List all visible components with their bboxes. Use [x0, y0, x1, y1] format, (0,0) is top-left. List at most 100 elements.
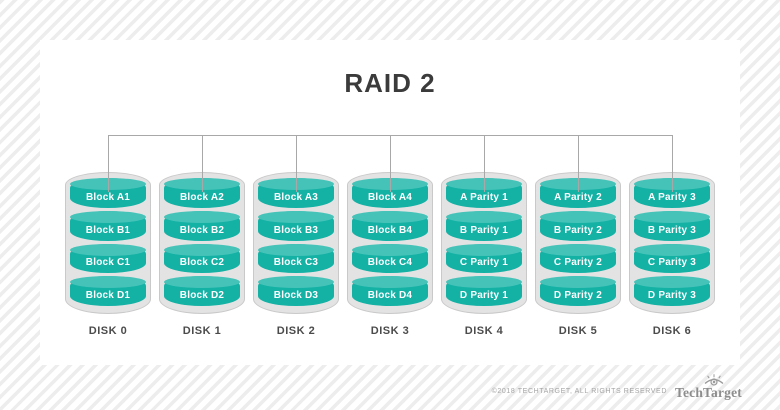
cylinder-cap-icon — [446, 276, 522, 289]
disk-block: Block D2 — [164, 276, 240, 306]
block-label: Block A4 — [367, 191, 413, 203]
disk-block: Block D1 — [70, 276, 146, 306]
cylinder-cap-icon — [540, 276, 616, 289]
block-label: D Parity 2 — [553, 290, 603, 302]
disk-name-label: DISK 3 — [370, 325, 410, 337]
block-label: Block A1 — [85, 191, 131, 203]
block-label: B Parity 2 — [553, 224, 603, 236]
disk-block: Block D3 — [258, 276, 334, 306]
block-label: B Parity 1 — [459, 224, 509, 236]
block-label: Block B4 — [367, 224, 413, 236]
cylinder-cap-icon — [634, 276, 710, 289]
disk-block: D Parity 3 — [634, 276, 710, 306]
disk-block: C Parity 2 — [540, 243, 616, 274]
disk-block: Block D4 — [352, 276, 428, 306]
disk-block: B Parity 1 — [446, 210, 522, 241]
disk-cylinder: A Parity 1 B Parity 1 C Parity 1 D Parity 1 — [441, 172, 527, 314]
block-label: C Parity 3 — [647, 257, 697, 269]
disk-block: Block B3 — [258, 210, 334, 241]
block-label: C Parity 2 — [553, 257, 603, 269]
disk-block: Block B1 — [70, 210, 146, 241]
block-label: Block D3 — [273, 290, 319, 302]
disk-block: C Parity 3 — [634, 243, 710, 274]
connector-line — [578, 135, 579, 192]
block-label: A Parity 2 — [554, 191, 602, 203]
disk-block: C Parity 1 — [446, 243, 522, 274]
diagram-title: RAID 2 — [344, 68, 436, 98]
cylinder-cap-icon — [258, 276, 334, 289]
cylinder-cap-icon — [164, 210, 240, 223]
block-label: Block D2 — [179, 290, 225, 302]
connector-line — [202, 135, 203, 192]
techtarget-logo: TechTarget — [675, 374, 742, 400]
disk-cylinder: Block A4 Block B4 Block C4 Block D4 — [347, 172, 433, 314]
eye-icon — [704, 374, 724, 386]
block-label: B Parity 3 — [647, 224, 697, 236]
connector-line — [296, 135, 297, 192]
disk-block: B Parity 2 — [540, 210, 616, 241]
diagram-card: RAID 2 Block A1 Block B1 Block C1 Block D1 D… — [40, 40, 740, 365]
disk-block: Block B2 — [164, 210, 240, 241]
block-label: Block B1 — [85, 224, 131, 236]
block-label: Block B2 — [179, 224, 225, 236]
cylinder-cap-icon — [164, 276, 240, 289]
disk-0: Block A1 Block B1 Block C1 Block D1 DISK 0 — [65, 172, 151, 337]
disk-block: D Parity 2 — [540, 276, 616, 306]
disk-name-label: DISK 1 — [182, 325, 222, 337]
disk-cylinder: Block A1 Block B1 Block C1 Block D1 — [65, 172, 151, 314]
disk-block: Block B4 — [352, 210, 428, 241]
cylinder-cap-icon — [352, 276, 428, 289]
disk-name-label: DISK 2 — [276, 325, 316, 337]
block-label: Block D1 — [85, 290, 131, 302]
block-label: Block B3 — [273, 224, 319, 236]
block-label: Block C2 — [179, 257, 225, 269]
disk-name-label: DISK 5 — [558, 325, 598, 337]
disk-4: A Parity 1 B Parity 1 C Parity 1 D Parity 1… — [441, 172, 527, 337]
block-label: D Parity 1 — [459, 290, 509, 302]
cylinder-cap-icon — [70, 243, 146, 256]
techtarget-wordmark: TechTarget — [674, 385, 742, 400]
disk-name-label: DISK 0 — [88, 325, 128, 337]
block-label: Block C4 — [367, 257, 413, 269]
footer: ©2018 TECHTARGET, ALL RIGHTS RESERVED Te… — [492, 374, 742, 400]
block-label: Block D4 — [367, 290, 413, 302]
disk-block: Block C3 — [258, 243, 334, 274]
cylinder-cap-icon — [164, 243, 240, 256]
disk-6: A Parity 3 B Parity 3 C Parity 3 D Parity 3… — [629, 172, 715, 337]
block-label: Block A3 — [273, 191, 319, 203]
connector-line — [108, 135, 109, 192]
cylinder-cap-icon — [352, 243, 428, 256]
cylinder-cap-icon — [540, 210, 616, 223]
cylinder-cap-icon — [634, 243, 710, 256]
cylinder-cap-icon — [258, 210, 334, 223]
block-label: A Parity 1 — [460, 191, 508, 203]
disk-block: Block C4 — [352, 243, 428, 274]
disk-name-label: DISK 6 — [652, 325, 692, 337]
connector-line — [484, 135, 485, 192]
cylinder-cap-icon — [70, 210, 146, 223]
block-label: A Parity 3 — [648, 191, 696, 203]
block-label: D Parity 3 — [647, 290, 697, 302]
block-label: C Parity 1 — [459, 257, 509, 269]
connector-line — [390, 135, 391, 192]
disk-2: Block A3 Block B3 Block C3 Block D3 DISK 2 — [253, 172, 339, 337]
disk-name-label: DISK 4 — [464, 325, 504, 337]
disk-block: B Parity 3 — [634, 210, 710, 241]
disk-cylinder: A Parity 3 B Parity 3 C Parity 3 D Parity 3 — [629, 172, 715, 314]
disk-block: Block C1 — [70, 243, 146, 274]
copyright-text: ©2018 TECHTARGET, ALL RIGHTS RESERVED — [491, 387, 667, 395]
disk-block: D Parity 1 — [446, 276, 522, 306]
block-label: Block C3 — [273, 257, 319, 269]
cylinder-cap-icon — [446, 243, 522, 256]
disk-5: A Parity 2 B Parity 2 C Parity 2 D Parity 2… — [535, 172, 621, 337]
disk-block: Block C2 — [164, 243, 240, 274]
connector-line — [672, 135, 673, 192]
disk-cylinder: A Parity 2 B Parity 2 C Parity 2 D Parity 2 — [535, 172, 621, 314]
cylinder-cap-icon — [540, 243, 616, 256]
block-label: Block C1 — [85, 257, 131, 269]
